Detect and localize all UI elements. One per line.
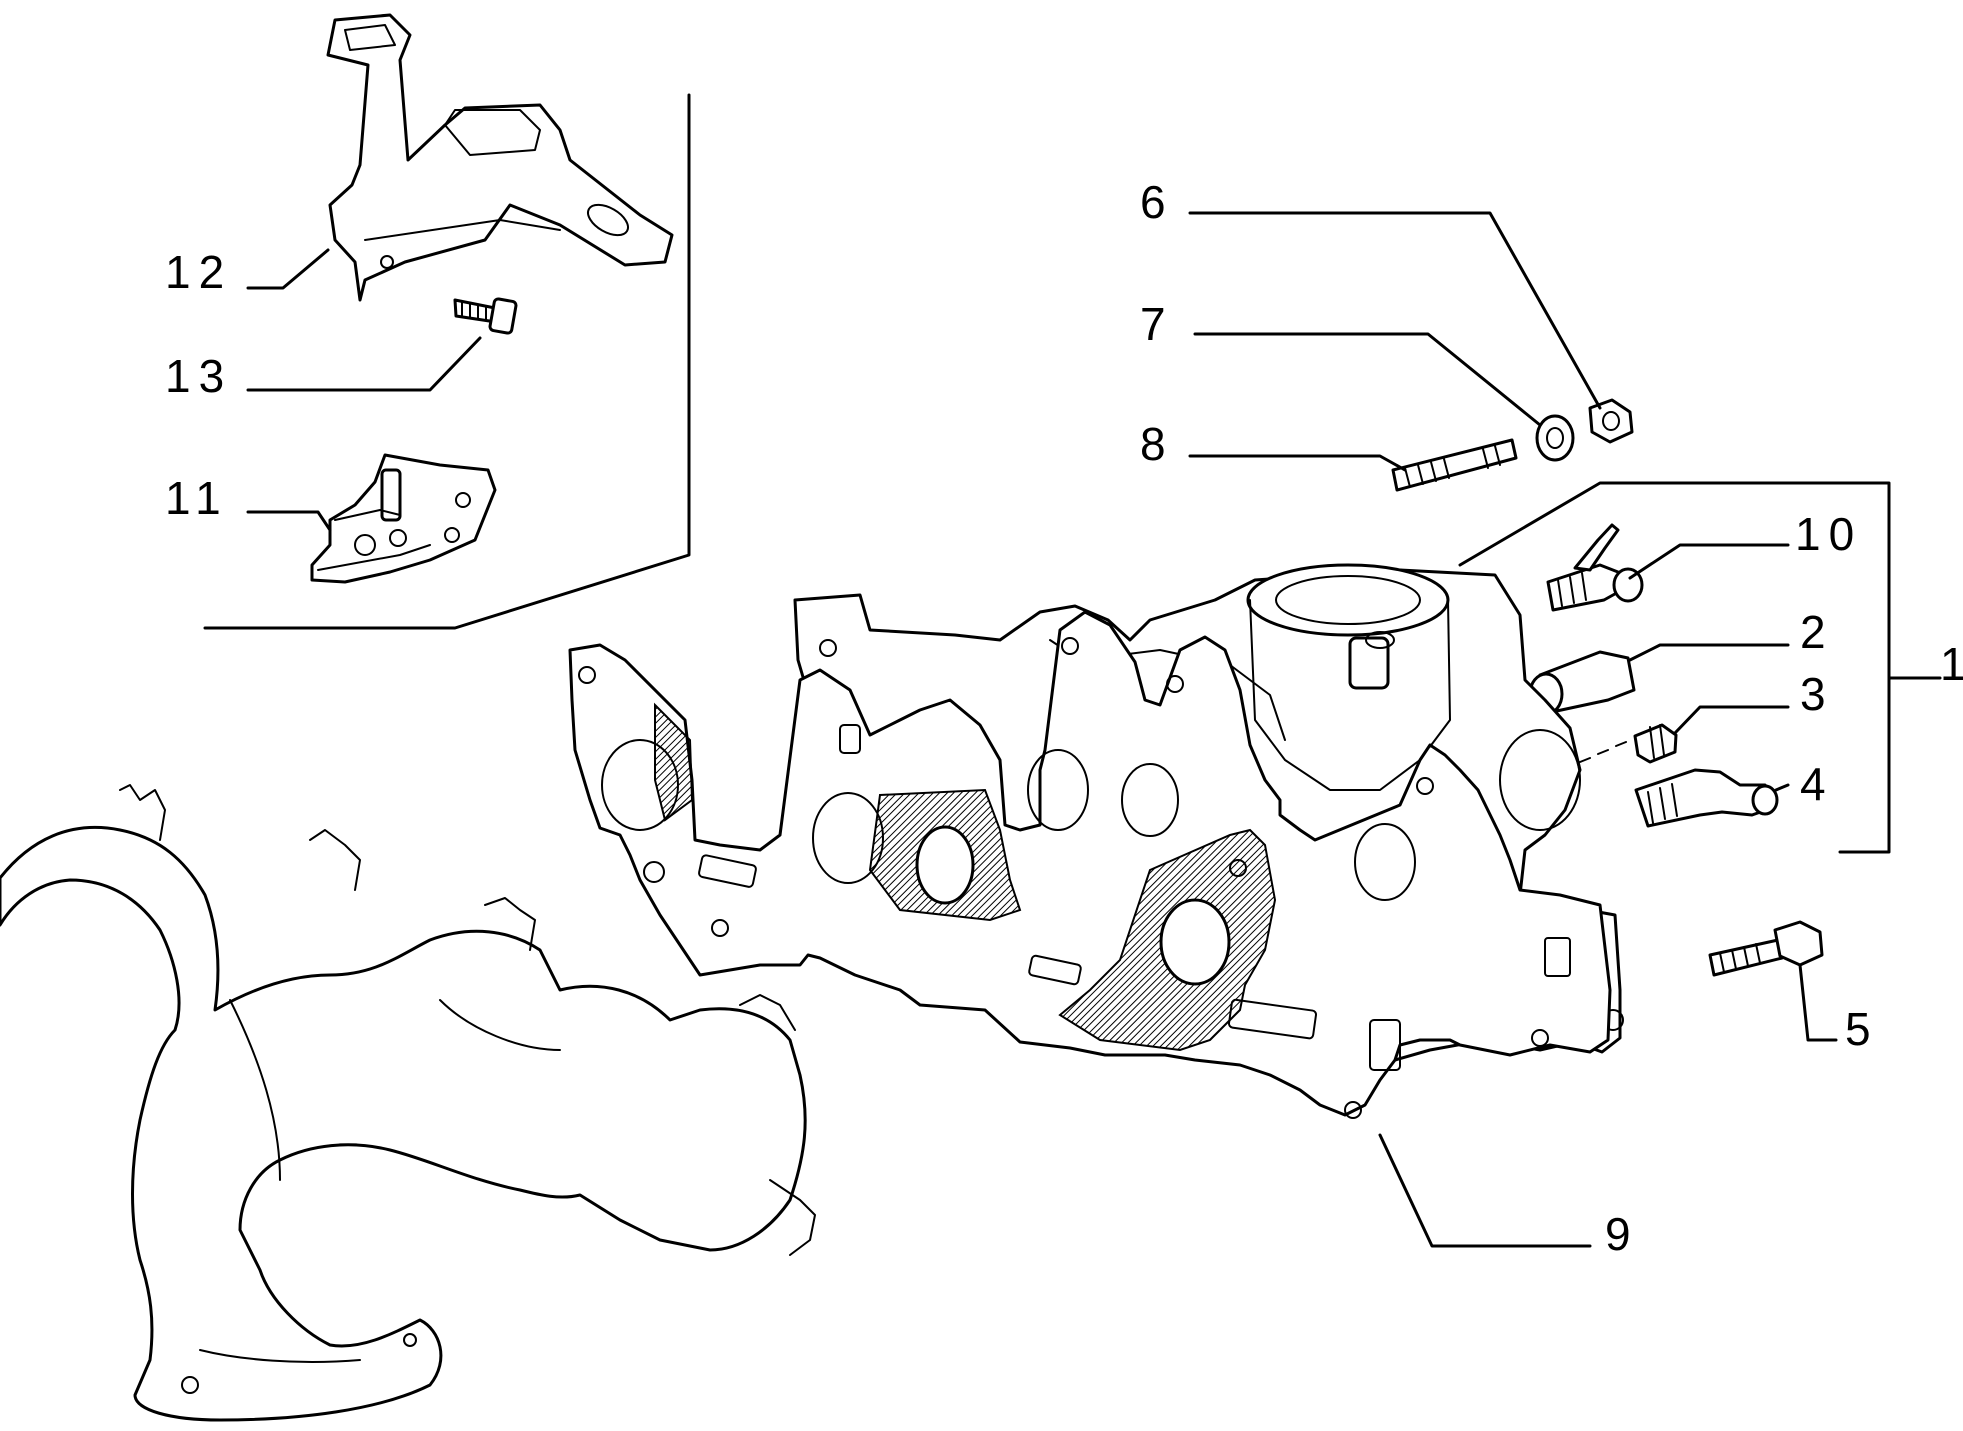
callout-8: 8 xyxy=(1140,418,1174,470)
bracket-part-12 xyxy=(326,13,674,302)
callout-1: 1 xyxy=(1940,638,1963,690)
washer-part-7 xyxy=(1535,414,1575,462)
leader-8 xyxy=(1188,454,1407,472)
plug-part-3 xyxy=(1633,723,1678,764)
leader-12 xyxy=(246,248,330,290)
leader-9 xyxy=(1378,1133,1592,1248)
callout-13: 13 xyxy=(165,350,232,402)
stud-part-8 xyxy=(1391,438,1518,492)
nut-part-6 xyxy=(1588,398,1634,444)
leader-5 xyxy=(1798,963,1838,1042)
leader-1-bracket xyxy=(1458,481,1891,680)
callout-10: 10 xyxy=(1795,508,1862,560)
clip-part-11 xyxy=(310,453,497,584)
callout-4: 4 xyxy=(1800,758,1834,810)
leader-2 xyxy=(1628,643,1790,662)
screw-part-13 xyxy=(453,297,518,335)
fitting-part-10 xyxy=(1546,523,1644,612)
leader-11 xyxy=(246,510,332,532)
leader-13 xyxy=(246,336,482,392)
callout-12: 12 xyxy=(165,246,232,298)
gasket-part-9 xyxy=(568,610,1612,1119)
exhaust-manifold xyxy=(0,784,816,1422)
callout-2: 2 xyxy=(1800,606,1834,658)
bolt-part-5 xyxy=(1708,920,1824,977)
callout-labels: 12 13 11 6 7 8 10 2 3 4 5 9 1 xyxy=(165,176,1963,1260)
leader-7 xyxy=(1193,332,1542,427)
leader-3 xyxy=(1673,705,1790,735)
callout-5: 5 xyxy=(1845,1003,1879,1055)
leader-dashed-3 xyxy=(1579,741,1627,763)
leader-lines xyxy=(246,211,1942,1248)
leader-10 xyxy=(1628,543,1790,580)
callout-3: 3 xyxy=(1800,668,1834,720)
leader-4 xyxy=(1774,783,1790,792)
callout-11: 11 xyxy=(165,472,229,524)
leader-1-lower xyxy=(1838,676,1891,854)
callout-7: 7 xyxy=(1140,298,1174,350)
callout-6: 6 xyxy=(1140,176,1174,228)
leader-6 xyxy=(1188,211,1602,410)
inset-panel-border xyxy=(203,93,691,630)
callout-9: 9 xyxy=(1605,1208,1639,1260)
elbow-part-4 xyxy=(1634,768,1779,828)
